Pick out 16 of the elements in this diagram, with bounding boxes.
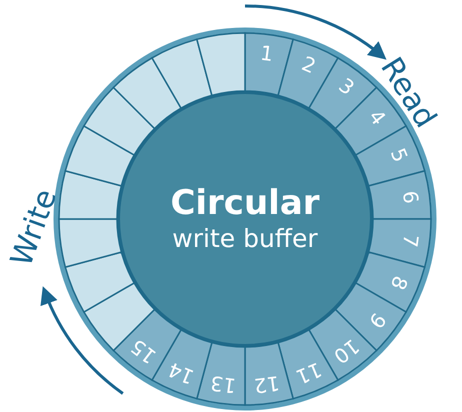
buffer-slot: 2 [277, 38, 339, 109]
empty-buffer-slot [64, 125, 135, 187]
empty-buffer-slot [58, 170, 122, 220]
buffer-slot: 8 [355, 251, 426, 313]
empty-buffer-slot [58, 218, 122, 268]
empty-buffer-slot [112, 57, 182, 130]
empty-buffer-slot [196, 32, 246, 96]
empty-buffer-slot [151, 38, 213, 109]
buffer-slot: 13 [196, 342, 246, 406]
buffer-slot: 7 [368, 218, 432, 268]
empty-buffer-slot [64, 251, 135, 313]
direction-label: Write [5, 184, 64, 272]
buffer-slot: 6 [368, 170, 432, 220]
subtitle: write buffer [172, 223, 318, 255]
heading: Circular [170, 183, 320, 223]
empty-buffer-slot [83, 86, 156, 156]
